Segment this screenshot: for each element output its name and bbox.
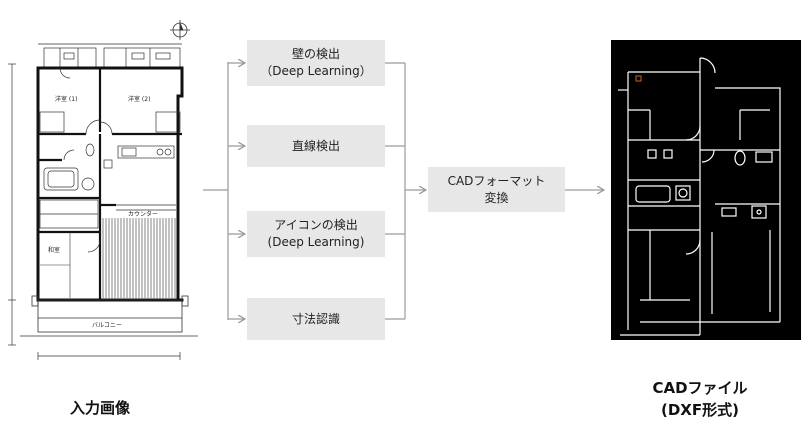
floor-plan-label-washitsu: 和室 xyxy=(48,246,60,254)
compass-icon xyxy=(170,20,190,40)
step-dimension-recognition-title: 寸法認識 xyxy=(291,311,340,326)
output-file-caption-line1: CADファイル xyxy=(652,379,748,397)
step-wall-detection: 壁の検出 （Deep Learning） xyxy=(247,40,385,86)
step-cad-format-conversion-line1: CADフォーマット xyxy=(447,173,546,188)
floor-plan-label-room1: 洋室 (1) xyxy=(55,95,77,103)
dimension-lines xyxy=(8,43,198,360)
floor-plan-label-balcony: バルコニー xyxy=(92,322,122,329)
balcony xyxy=(31,295,189,333)
step-cad-format-conversion: CADフォーマット 変換 xyxy=(428,167,565,212)
step-line-detection-title: 直線検出 xyxy=(291,138,340,153)
living-room-flooring xyxy=(102,218,176,298)
input-floor-plan-image: 洋室 (1) 洋室 (2) 和室 カウンター バルコニー xyxy=(8,43,198,360)
interior-walls xyxy=(38,68,182,300)
input-image-caption: 入力画像 xyxy=(40,397,160,419)
step-dimension-recognition: 寸法認識 xyxy=(247,298,385,340)
output-file-caption: CADファイル (DXF形式) xyxy=(620,377,780,421)
output-file-caption-line2: (DXF形式) xyxy=(661,401,739,419)
floor-plan-label-counter: カウンター xyxy=(128,210,158,218)
top-utility-strip xyxy=(43,47,181,69)
step-line-detection: 直線検出 xyxy=(247,125,385,167)
output-cad-image xyxy=(611,40,801,340)
step-icon-detection-method: (Deep Learning) xyxy=(267,235,365,249)
step-icon-detection: アイコンの検出 (Deep Learning) xyxy=(247,211,385,257)
input-image-caption-text: 入力画像 xyxy=(69,399,130,417)
step-wall-detection-method: （Deep Learning） xyxy=(260,64,372,78)
step-icon-detection-title: アイコンの検出 xyxy=(274,218,358,232)
step-wall-detection-title: 壁の検出 xyxy=(291,47,340,61)
tatami-lines xyxy=(40,232,71,298)
step-cad-format-conversion-line2: 変換 xyxy=(484,190,509,205)
room-details xyxy=(39,67,181,253)
floor-plan-label-room2: 洋室 (2) xyxy=(128,95,150,103)
connector-arrows xyxy=(203,62,604,320)
cad-marker xyxy=(635,75,642,82)
